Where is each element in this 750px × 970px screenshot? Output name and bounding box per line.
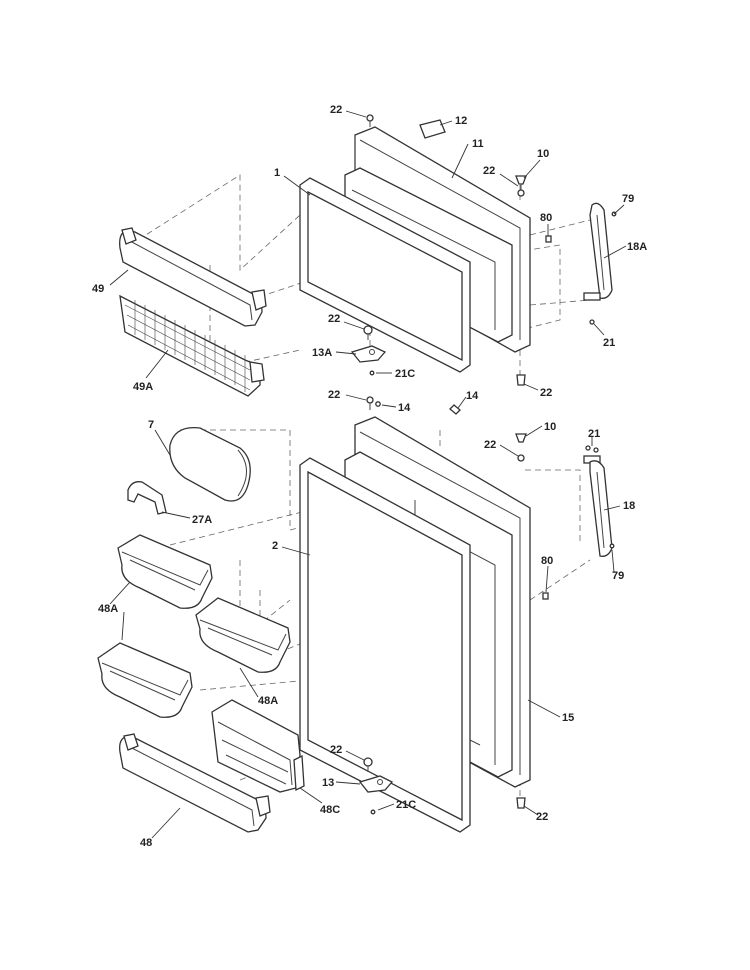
freezer-door-gasket: [299, 177, 471, 373]
dairy-door-handle: [127, 481, 167, 515]
label-14-right: 14: [466, 390, 479, 402]
label-80-upper: 80: [540, 212, 552, 224]
label-22-lower-right: 22: [484, 439, 496, 451]
label-21C-lower: 21C: [396, 799, 416, 811]
lower-fasteners: [363, 396, 615, 815]
label-49: 49: [92, 283, 104, 295]
part-labels: 22 12 11 10 22 1 79 80 18A 49 22 13A 21 …: [92, 104, 647, 849]
label-7: 7: [148, 419, 154, 431]
label-22-lower-top: 22: [328, 389, 340, 401]
label-49A: 49A: [133, 381, 153, 393]
label-48A-upper: 48A: [98, 603, 118, 615]
label-10-upper: 10: [537, 148, 549, 160]
label-48: 48: [140, 837, 152, 849]
label-22-upper-hinge: 22: [328, 313, 340, 325]
label-1: 1: [274, 167, 280, 179]
label-27A: 27A: [192, 514, 212, 526]
label-10-lower: 10: [544, 421, 556, 433]
door-label-tag: [419, 119, 446, 139]
label-15: 15: [562, 712, 574, 724]
door-bin-upper: [117, 534, 213, 609]
label-21-upper: 21: [603, 337, 615, 349]
label-22-lower-hinge: 22: [330, 744, 342, 756]
fresh-food-handle: [583, 455, 613, 557]
label-13: 13: [322, 777, 334, 789]
door-bin-middle: [195, 597, 291, 673]
freezer-wire-basket: [119, 294, 265, 397]
door-bin-lower: [97, 642, 193, 718]
label-79-upper: 79: [622, 193, 634, 205]
label-11: 11: [472, 138, 484, 150]
label-13A: 13A: [312, 347, 332, 359]
label-2: 2: [272, 540, 278, 552]
upper-hinge: [350, 345, 387, 363]
dairy-compartment: [169, 426, 251, 502]
label-12: 12: [455, 115, 467, 127]
door-bin-with-cover: [211, 699, 305, 793]
label-22-upper-right: 22: [483, 165, 495, 177]
label-22-top: 22: [330, 104, 342, 116]
label-48A-middle: 48A: [258, 695, 278, 707]
fresh-food-door-shelf: [119, 733, 271, 833]
upper-fasteners: [363, 114, 617, 386]
label-14-left: 14: [398, 402, 411, 414]
fresh-food-door-gasket: [299, 457, 471, 833]
label-21-lower: 21: [588, 428, 600, 440]
freezer-door-shelf: [119, 227, 267, 327]
freezer-handle: [583, 202, 613, 301]
lower-hinge: [358, 775, 394, 793]
label-80-lower: 80: [541, 555, 553, 567]
label-48C: 48C: [320, 804, 340, 816]
leader-lines: [109, 110, 627, 839]
label-22-upper-bottom: 22: [540, 387, 552, 399]
label-79-lower: 79: [612, 570, 624, 582]
label-21C-upper: 21C: [395, 368, 415, 380]
label-18: 18: [623, 500, 635, 512]
label-22-bottom: 22: [536, 811, 548, 823]
label-18A: 18A: [627, 241, 647, 253]
